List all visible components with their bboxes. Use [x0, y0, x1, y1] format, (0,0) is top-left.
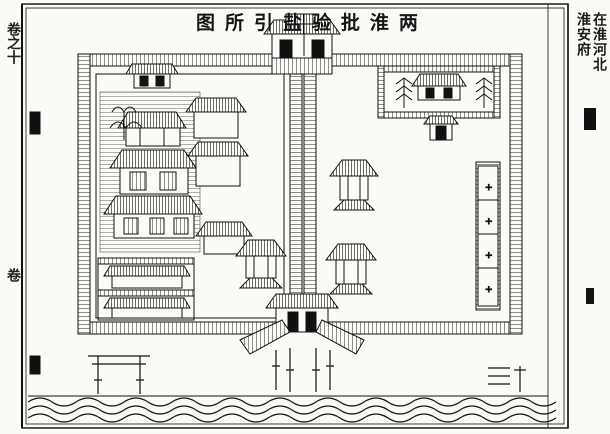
svg-text:+: + — [485, 217, 493, 227]
title-char-8: 图 — [196, 11, 216, 34]
title-char-7: 所 — [224, 11, 244, 34]
svg-text:+: + — [485, 285, 493, 295]
margin-text-upper: 卷之十 — [5, 22, 21, 64]
side-hall — [185, 97, 253, 255]
approach-walls — [239, 319, 365, 355]
right-enclosure-gate — [423, 115, 459, 141]
title-char-4: 验 — [311, 11, 331, 34]
right-river-marker — [488, 366, 526, 392]
svg-text:+: + — [485, 183, 493, 193]
title-char-5: 盐 — [282, 11, 302, 34]
main-hall — [103, 111, 203, 239]
pavilion-right-top — [329, 159, 379, 211]
left-gateway — [125, 63, 179, 89]
left-river-gate — [88, 355, 150, 394]
svg-text:+: + — [485, 251, 493, 261]
right-margin-marks — [584, 108, 596, 304]
title-char-3: 批 — [340, 11, 360, 34]
river-posts — [272, 348, 334, 392]
binding-strip — [21, 4, 41, 428]
trees-right — [395, 77, 493, 108]
pavilion-left — [235, 239, 287, 289]
title-char-1: 两 — [398, 11, 418, 34]
page-title: 两 淮 批 验 盐 引 所 图 — [196, 8, 418, 34]
side-annotation-col-1: 在淮河北 — [591, 12, 607, 72]
bottom-left-subcompound — [97, 257, 195, 321]
river-waves — [27, 395, 557, 423]
pavilion-right-bottom — [325, 243, 377, 295]
title-char-6: 引 — [253, 11, 273, 34]
central-wall — [289, 55, 317, 325]
side-annotation: 在淮河北 淮安府 — [566, 12, 607, 76]
margin-text-lower: 卷 — [5, 268, 21, 282]
title-char-2: 淮 — [369, 11, 389, 34]
warehouse: + + + + — [475, 161, 501, 311]
side-annotation-col-2: 淮安府 — [575, 12, 591, 57]
top-gate — [263, 13, 341, 75]
tree-left — [109, 106, 143, 140]
